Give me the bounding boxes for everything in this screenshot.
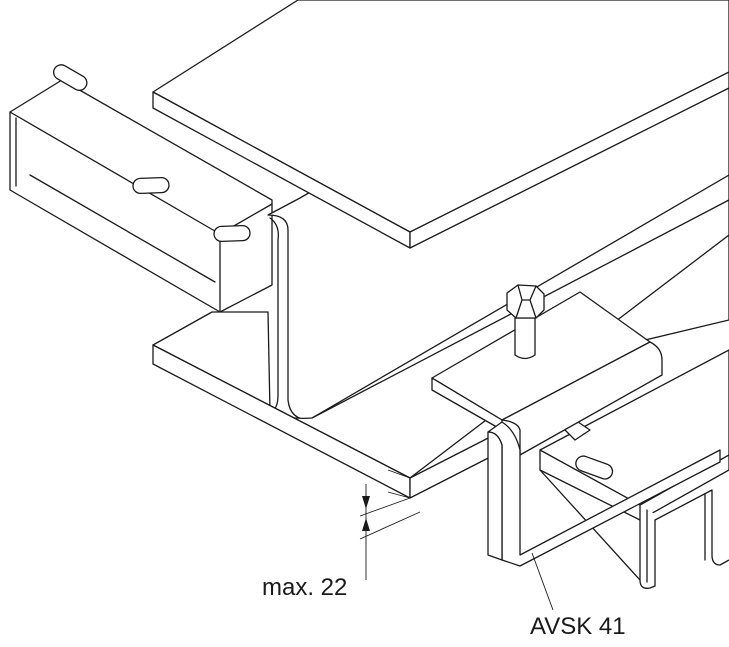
i-beam-bottom-flange — [152, 199, 729, 499]
dimension-label: max. 22 — [262, 574, 348, 601]
part-leader-line — [531, 552, 554, 611]
dimension-max-22 — [359, 484, 421, 580]
part-label: AVSK 41 — [530, 613, 626, 640]
left-strut-channel — [9, 64, 273, 313]
clamp-bolt — [506, 284, 545, 360]
i-beam-top-flange — [152, 0, 729, 249]
